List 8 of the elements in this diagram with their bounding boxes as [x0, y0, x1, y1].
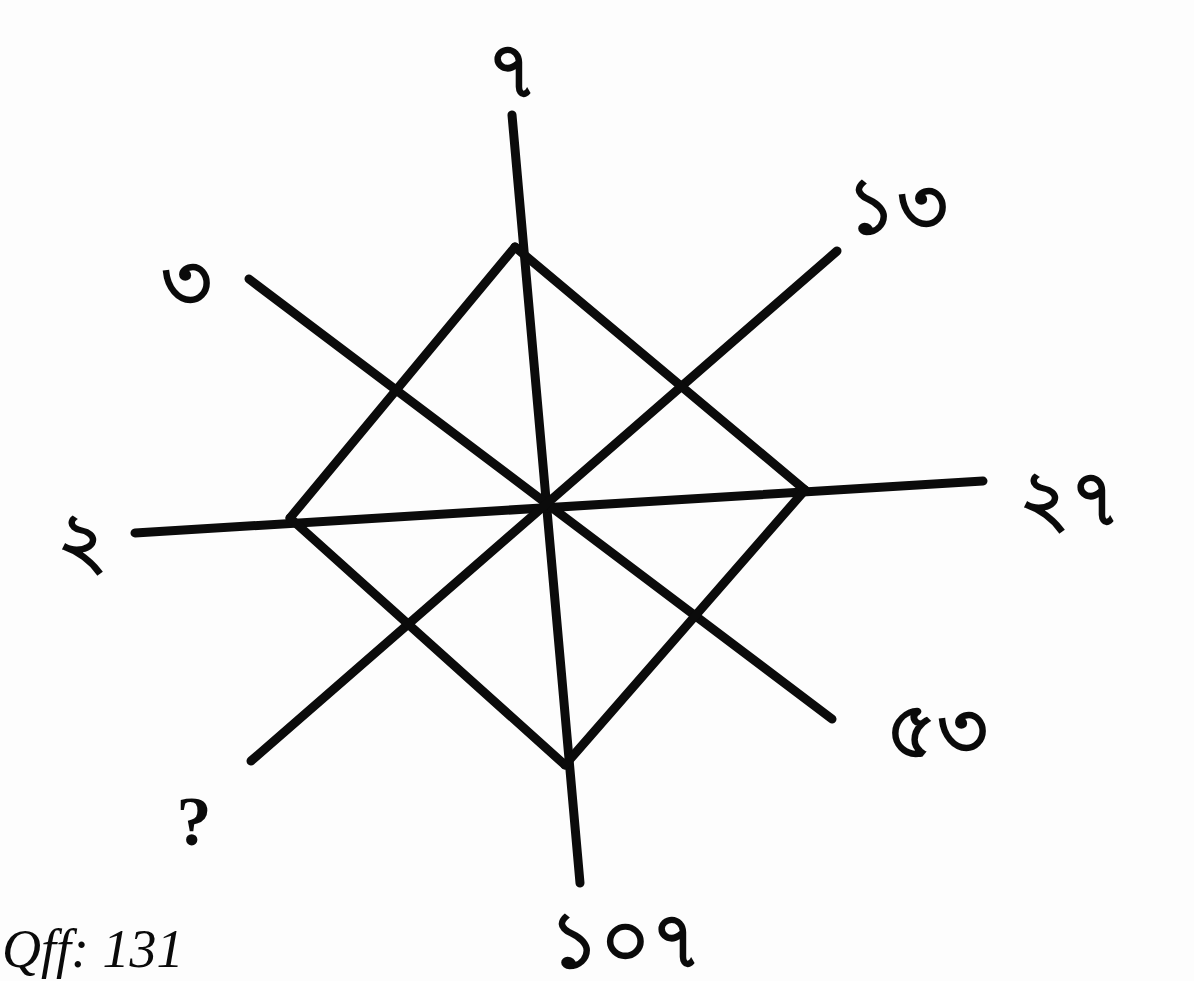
number-label: ২৭ [1019, 459, 1121, 537]
number-label: ৭ [486, 31, 538, 109]
number-label: ২ [56, 501, 108, 579]
number-label: ১৩ [846, 167, 948, 245]
question-mark: ? [176, 787, 212, 857]
number-label: ৫৩ [886, 691, 988, 769]
number-label: ১০৭ [548, 901, 702, 979]
number-label: ৩ [160, 243, 212, 321]
